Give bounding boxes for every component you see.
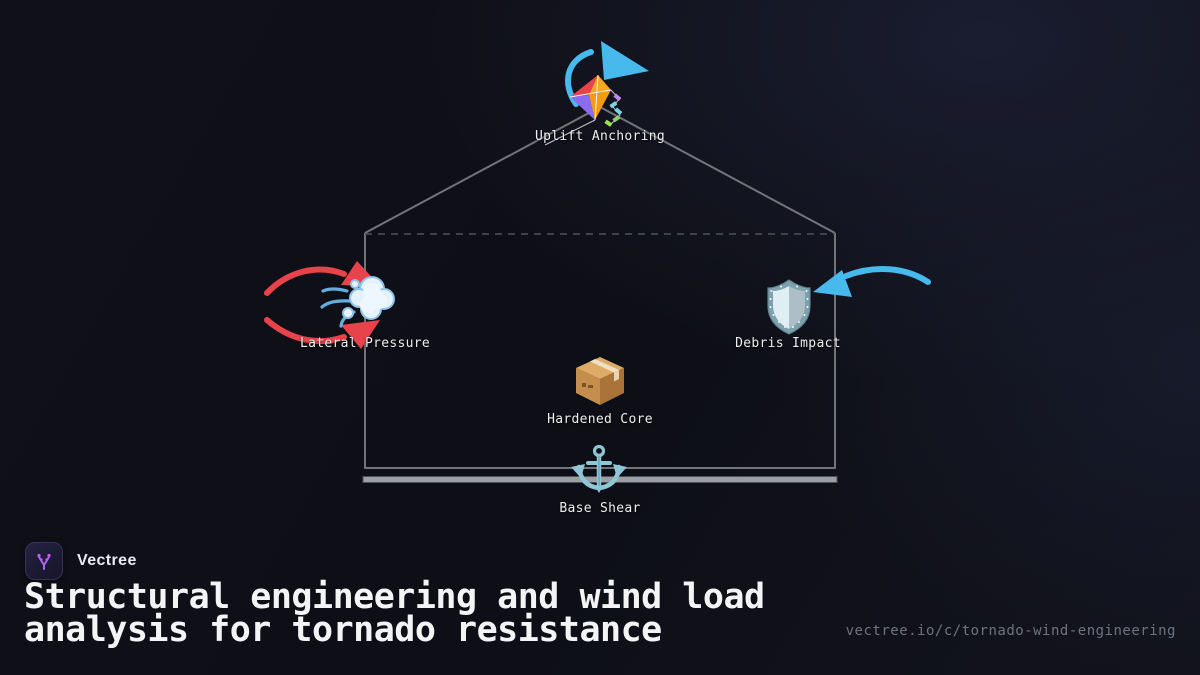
- kite-icon: [544, 74, 623, 146]
- poster-url: vectree.io/c/tornado-wind-engineering: [845, 623, 1176, 639]
- label-lateral-pressure: Lateral Pressure: [299, 336, 431, 351]
- shield-icon: [767, 279, 811, 335]
- lateral-arrow-red-bottom: [264, 317, 380, 349]
- package-icon: [576, 357, 624, 405]
- label-hardened-core: Hardened Core: [547, 412, 653, 427]
- wind-gust-icon: [320, 276, 395, 328]
- label-base-shear: Base Shear: [559, 501, 641, 516]
- debris-arrow-blue: [813, 266, 931, 297]
- brand-name: Vectree: [77, 552, 137, 569]
- poster-title: Structural engineering and wind load ana…: [24, 577, 765, 650]
- anchor-icon: [571, 444, 627, 493]
- label-uplift-anchoring: Uplift Anchoring: [534, 129, 666, 144]
- vectree-logo-icon: [25, 542, 63, 580]
- brand-row: Vectree: [25, 542, 137, 580]
- label-debris-impact: Debris Impact: [735, 336, 841, 351]
